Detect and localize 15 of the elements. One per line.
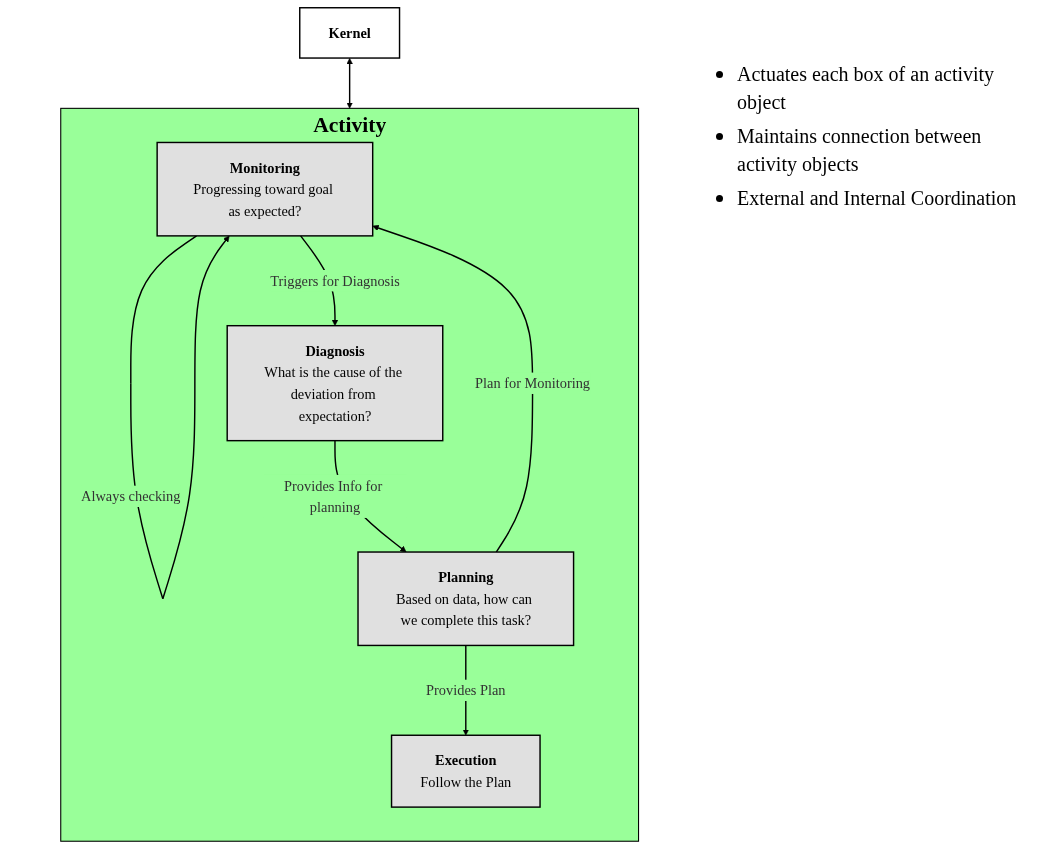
- bullet-note: Maintains connection between activity objects: [737, 124, 983, 178]
- edge-label: Triggers for Diagnosis: [270, 272, 401, 289]
- node-box: Diagnosis What is the cause of the deviation from expectation?: [226, 324, 444, 442]
- edge-label: Provides Info for planning: [284, 477, 383, 516]
- bullet-note: External and Internal Coordination: [737, 186, 1017, 211]
- edge-label: Provides Plan: [426, 682, 506, 699]
- bullet-note: Actuates each box of an activity object: [737, 62, 996, 116]
- node-box: Monitoring Progressing toward goal as expected?: [156, 141, 374, 237]
- node-box: Execution Follow the Plan: [391, 734, 542, 808]
- edge-label: Always checking: [81, 488, 181, 505]
- node-box: Planning Based on data, how can we complete this task?: [357, 551, 575, 647]
- arrow: [346, 58, 354, 109]
- node-box: Kernel: [299, 7, 401, 59]
- arrow: [130, 235, 230, 600]
- edge-label: Plan for Monitoring: [475, 375, 591, 392]
